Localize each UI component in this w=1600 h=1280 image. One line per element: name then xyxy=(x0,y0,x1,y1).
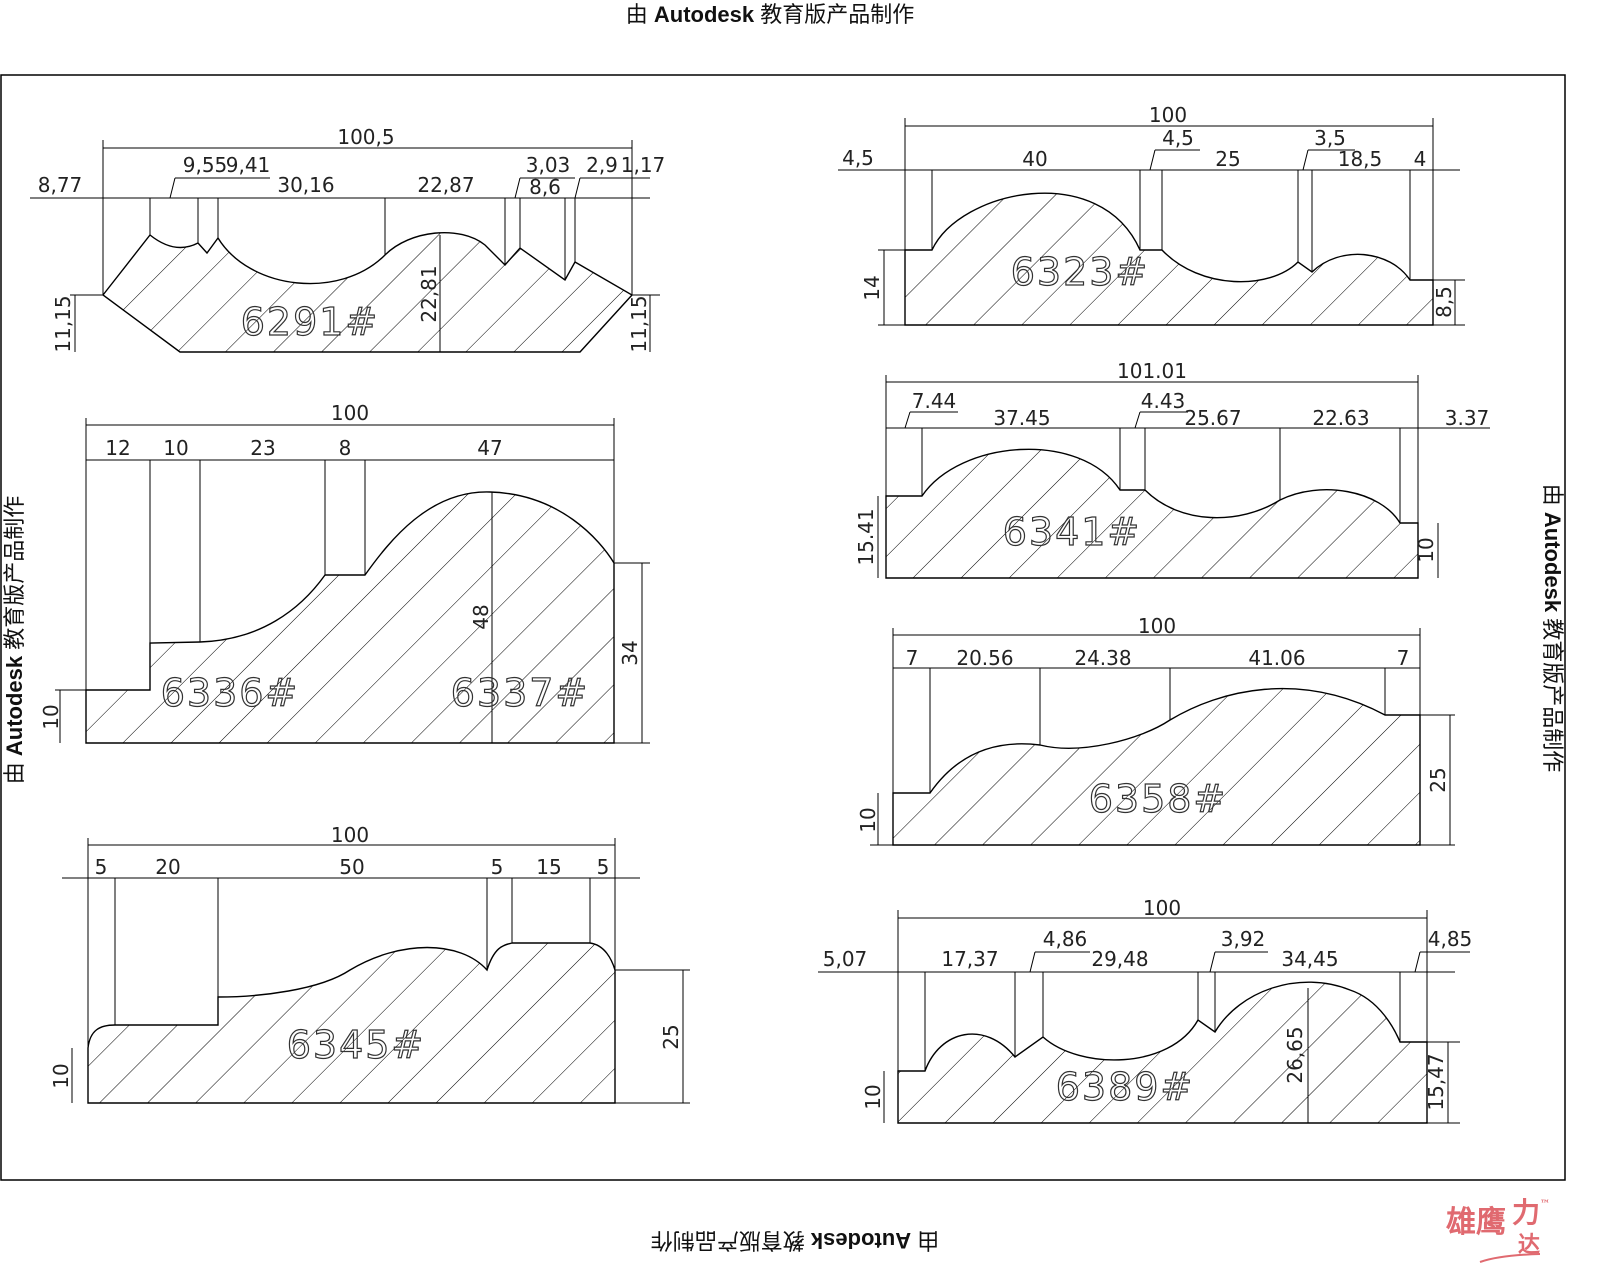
watermark-top: 由 Autodesk 教育版产品制作 xyxy=(626,2,915,27)
profile-6291: 6291# 100,5 8,77 9,55 9,41 30,16 22,87 3… xyxy=(30,125,665,353)
dim: 4 xyxy=(1414,147,1427,171)
drawing-border xyxy=(0,74,1566,1181)
dim: 10 xyxy=(856,807,880,832)
dim: 41.06 xyxy=(1248,646,1305,670)
dim: 100 xyxy=(1143,896,1181,920)
profile-6323: 6323# 100 4,5 40 4,5 25 3,5 18,5 4 14 8,… xyxy=(838,103,1465,326)
dim: 9,41 xyxy=(226,153,271,177)
profile-label: 6358# xyxy=(1089,777,1228,821)
watermark-left: 由 Autodesk 教育版产品制作 xyxy=(2,496,27,785)
dim: 25 xyxy=(1215,147,1240,171)
dim: 4,86 xyxy=(1043,927,1088,951)
dim: 37.45 xyxy=(993,406,1050,430)
dim: 25 xyxy=(1426,767,1450,792)
dim: 18,5 xyxy=(1338,147,1383,171)
dim: 12 xyxy=(105,436,130,460)
dim: 101.01 xyxy=(1117,359,1187,383)
dim: 10 xyxy=(1414,537,1438,562)
profile-label: 6389# xyxy=(1056,1065,1195,1109)
profile-label: 6336# xyxy=(161,671,300,715)
watermark-right: 由 Autodesk 教育版产品制作 xyxy=(1540,484,1565,773)
dim: 4.43 xyxy=(1141,389,1186,413)
dim: 4,5 xyxy=(842,146,874,170)
dim: 15.41 xyxy=(854,508,878,565)
dim: 30,16 xyxy=(277,173,334,197)
dim: 14 xyxy=(860,275,884,300)
dim: 17,37 xyxy=(941,947,998,971)
dim: 7 xyxy=(1397,646,1410,670)
dim: 100 xyxy=(331,823,369,847)
dim: 4,85 xyxy=(1428,927,1473,951)
logo-text-li: 力 xyxy=(1512,1196,1540,1229)
dim: 100,5 xyxy=(337,125,394,149)
dim: 20.56 xyxy=(956,646,1013,670)
dim: 3,92 xyxy=(1221,927,1266,951)
watermark-bottom: 由 Autodesk 教育版产品制作 xyxy=(651,1228,940,1253)
dim: 10 xyxy=(861,1084,885,1109)
dim: 5 xyxy=(597,855,610,879)
profile-label: 6341# xyxy=(1003,510,1142,554)
dim: 10 xyxy=(49,1063,73,1088)
dim: 34,45 xyxy=(1281,947,1338,971)
profile-label: 6337# xyxy=(451,671,590,715)
dim: 23 xyxy=(250,436,275,460)
dim: 3.37 xyxy=(1445,406,1490,430)
dim: 1,17 xyxy=(621,153,666,177)
dim: 22,81 xyxy=(417,265,441,322)
brand-logo: 雄鹰 力 达 ™ xyxy=(1446,1196,1550,1263)
dim: 47 xyxy=(477,436,502,460)
dim: 50 xyxy=(339,855,364,879)
dim: 8,5 xyxy=(1432,286,1456,318)
dim: 15 xyxy=(536,855,561,879)
dim: 9,55 xyxy=(183,153,228,177)
dim: 25.67 xyxy=(1184,406,1241,430)
dim: 40 xyxy=(1022,147,1047,171)
dim: 24.38 xyxy=(1074,646,1131,670)
profile-6358: 6358# 100 7 20.56 24.38 41.06 7 10 25 xyxy=(856,614,1455,846)
dim: 34 xyxy=(618,640,642,665)
dim: 10 xyxy=(39,704,63,729)
dim: 8 xyxy=(339,436,352,460)
dim: 7.44 xyxy=(912,389,957,413)
dim: 8,6 xyxy=(529,175,561,199)
dim: 100 xyxy=(1138,614,1176,638)
dim: 3,03 xyxy=(526,153,571,177)
dim: 22.63 xyxy=(1312,406,1369,430)
dim: 25 xyxy=(659,1024,683,1049)
logo-tm: ™ xyxy=(1540,1199,1550,1210)
dim: 8,77 xyxy=(38,173,83,197)
dim: 22,87 xyxy=(417,173,474,197)
profile-label: 6323# xyxy=(1011,250,1150,294)
dim: 48 xyxy=(469,604,493,629)
dim: 100 xyxy=(1149,103,1187,127)
dim: 29,48 xyxy=(1091,947,1148,971)
dim: 3,5 xyxy=(1314,126,1346,150)
dim: 100 xyxy=(331,401,369,425)
dim: 11,15 xyxy=(51,295,75,352)
dim: 15,47 xyxy=(1424,1053,1448,1110)
profile-label: 6345# xyxy=(287,1023,426,1067)
logo-text-da: 达 xyxy=(1518,1232,1540,1258)
dim: 4,5 xyxy=(1162,126,1194,150)
dim: 2,9 xyxy=(586,153,618,177)
dim: 20 xyxy=(155,855,180,879)
profile-6336-6337: 6336# 6337# 100 12 10 23 8 47 48 34 10 xyxy=(39,401,650,744)
logo-text-main: 雄鹰 xyxy=(1446,1205,1506,1240)
dim: 5,07 xyxy=(823,947,868,971)
dim: 10 xyxy=(163,436,188,460)
dim: 26,65 xyxy=(1283,1026,1307,1083)
dim: 5 xyxy=(491,855,504,879)
dim: 11,15 xyxy=(627,295,651,352)
dim: 5 xyxy=(95,855,108,879)
profile-label: 6291# xyxy=(241,300,380,344)
dim: 7 xyxy=(906,646,919,670)
profile-6341: 6341# 101.01 7.44 37.45 4.43 25.67 22.63… xyxy=(854,359,1490,579)
profile-6345: 6345# 100 5 20 50 5 15 5 10 25 xyxy=(49,823,690,1104)
profile-6389: 6389# 100 5,07 17,37 4,86 29,48 3,92 34,… xyxy=(818,896,1473,1124)
